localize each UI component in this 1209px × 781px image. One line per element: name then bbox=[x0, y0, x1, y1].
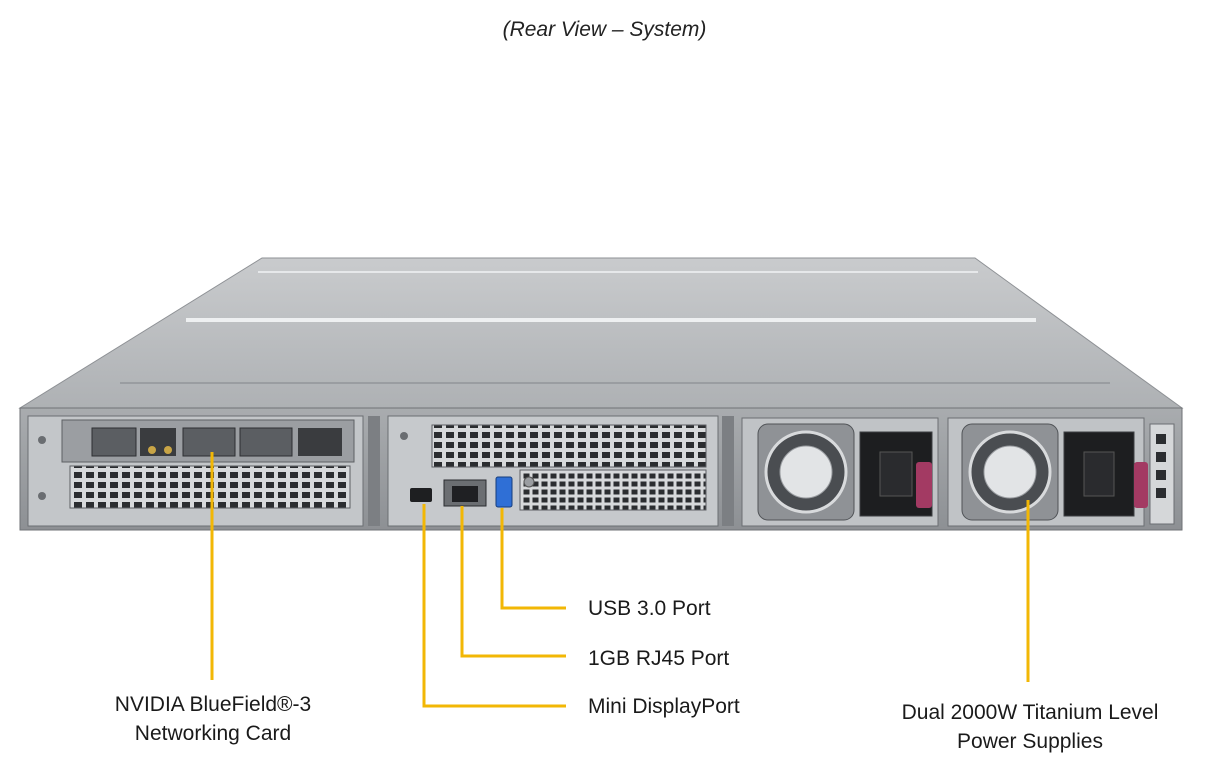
psu-label-line2: Power Supplies bbox=[957, 730, 1103, 753]
usb-port-label: USB 3.0 Port bbox=[588, 597, 711, 620]
rj45-port-label: 1GB RJ45 Port bbox=[588, 647, 730, 670]
power-supply-2 bbox=[947, 417, 1175, 527]
power-supply-1 bbox=[722, 416, 939, 527]
mini-displayport-label: Mini DisplayPort bbox=[588, 695, 740, 718]
psu-label-line1: Dual 2000W Titanium Level bbox=[901, 701, 1159, 724]
bluefield-label-line2: Networking Card bbox=[134, 722, 292, 745]
qsfp-cage-3 bbox=[239, 427, 293, 457]
qsfp-cage-2 bbox=[182, 427, 236, 457]
usb-port bbox=[495, 476, 513, 508]
power-supplies-label: Dual 2000W Titanium Level Power Supplies bbox=[870, 698, 1190, 756]
mini-displayport bbox=[410, 488, 432, 502]
io-panel bbox=[368, 415, 719, 527]
psu-handle-1 bbox=[916, 462, 932, 508]
leader-rj45 bbox=[460, 506, 566, 658]
leader-usb bbox=[500, 508, 566, 610]
bluefield-label-line1: NVIDIA BlueField®-3 bbox=[114, 693, 312, 716]
bluefield-card-bay bbox=[27, 415, 364, 527]
leader-minidp bbox=[422, 504, 566, 708]
chassis-top bbox=[18, 257, 1184, 409]
leader-lines bbox=[210, 452, 1030, 708]
bluefield-card-label: NVIDIA BlueField®-3 Networking Card bbox=[82, 690, 344, 748]
psu-handle-2 bbox=[1134, 462, 1148, 508]
qsfp-cage-1 bbox=[91, 427, 137, 457]
diagram-title: (Rear View – System) bbox=[502, 18, 707, 41]
